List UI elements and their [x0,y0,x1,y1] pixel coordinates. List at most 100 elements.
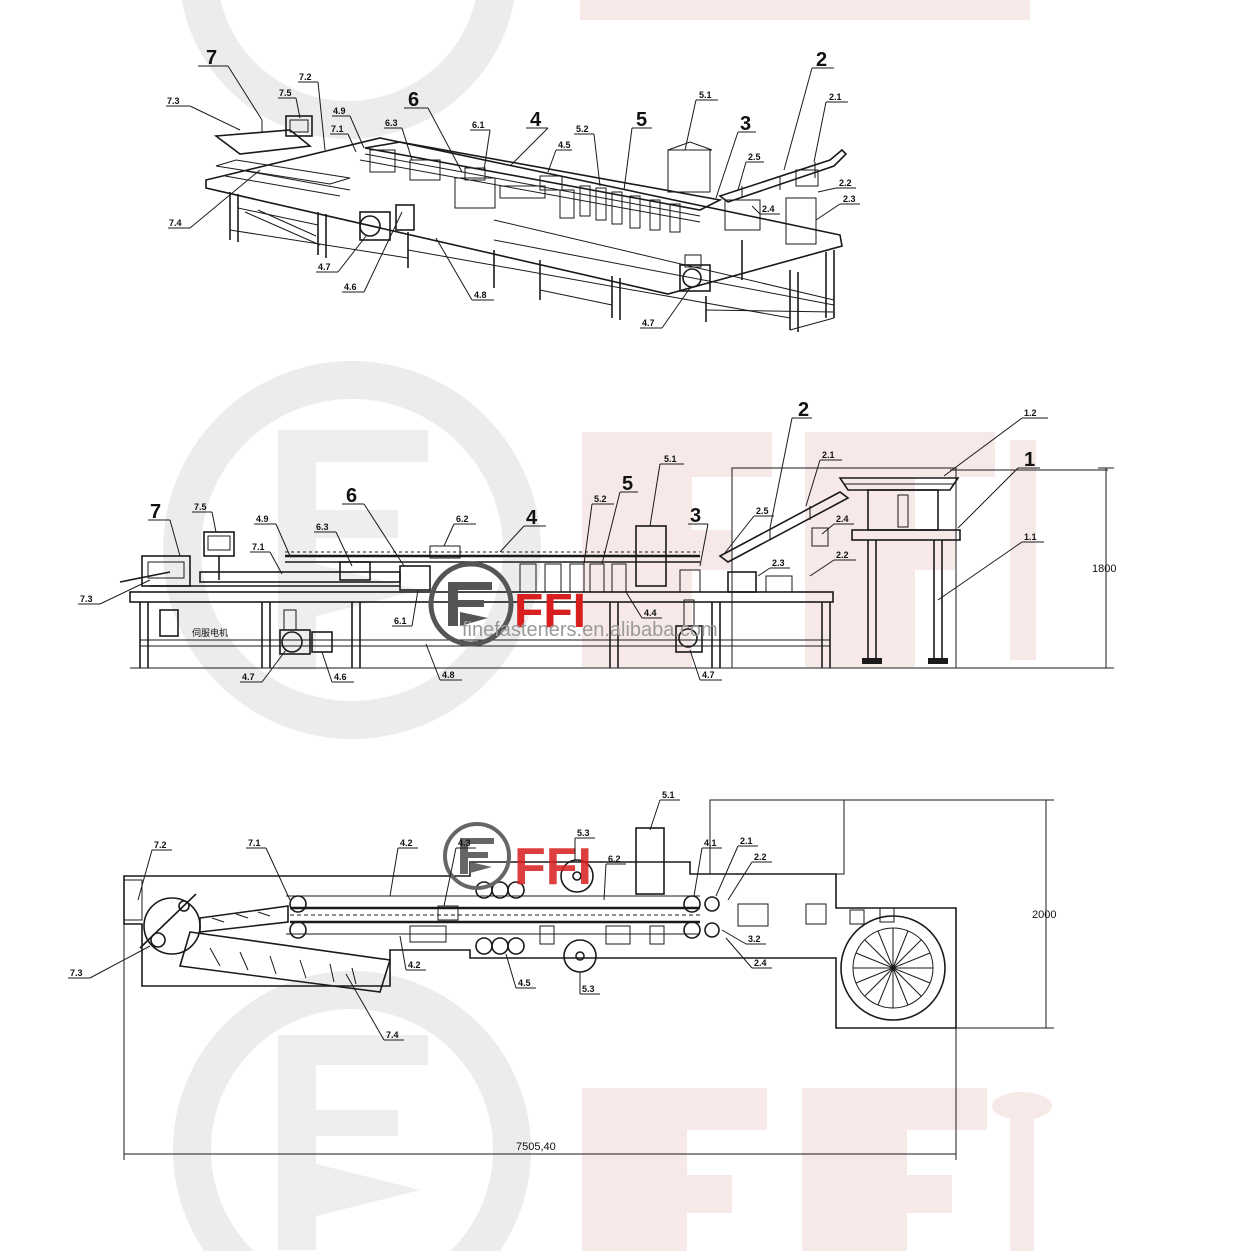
callout: 3.2 [748,934,761,944]
callout: 7.3 [80,594,93,604]
callout: 7.3 [70,968,83,978]
top-blocks [409,903,895,945]
callout: 4.5 [518,978,531,988]
callout: 2.3 [772,558,785,568]
logo-url: finefasteners.en.alibaba.com [462,619,718,641]
callout: 4.7 [642,318,655,328]
callout: 4.8 [474,290,487,300]
callout: 2.2 [836,550,849,560]
front-stations [339,525,829,593]
callout: 1.1 [1024,532,1037,542]
callout: 5.3 [582,984,595,994]
callout: 7.2 [299,72,312,82]
callout: 2.4 [836,514,849,524]
callout: 1 [1024,449,1035,471]
top-unloader [123,879,392,993]
callout: 4.7 [318,262,331,272]
callout: 4.2 [400,838,413,848]
callout: 5.1 [664,454,677,464]
callout: 6 [346,485,357,507]
callout: 6 [408,89,419,111]
watermark-mark-icon [278,430,428,670]
callout: 7 [150,501,161,523]
callout: 2.4 [762,204,775,214]
watermark-letters-icon [580,0,1030,20]
iso-frame [229,192,835,332]
callout: 4.6 [344,282,357,292]
callout: 5 [622,473,633,495]
callout: 4.1 [704,838,717,848]
callout: 4.7 [242,672,255,682]
callout: 4.5 [558,140,571,150]
callout: 7 [206,47,217,69]
top-dimensions: 2000 7505,40 [123,799,1056,1160]
callout: 6.3 [316,522,329,532]
front-leaders [78,417,1048,683]
top-feeder-disc [840,915,946,1021]
callout: 6.2 [456,514,469,524]
front-view: 1800 伺服电机 FFI finefasteners.en.alibaba.c… [78,399,1116,683]
top-leaders [68,799,772,1041]
logo-ring-icon [428,561,514,647]
iso-motors [359,204,711,292]
callout: 7.4 [386,1030,399,1040]
front-feeder [718,467,1108,669]
watermark-mark-icon [278,1035,428,1250]
callout: 2.5 [748,152,761,162]
iso-stations [369,141,848,245]
callout: 4.9 [333,106,346,116]
front-unloader [141,531,703,655]
callout: 7.4 [169,218,182,228]
callout: 6.1 [394,616,407,626]
length-dimension-label: 7505,40 [516,1141,556,1153]
callout: 1.2 [1024,408,1037,418]
callout: 2.2 [754,852,767,862]
callout: 2.2 [839,178,852,188]
callout: 4.4 [644,608,657,618]
callout: 2 [798,399,809,421]
callout: 6.2 [608,854,621,864]
watermark-letters-icon [582,1088,1052,1251]
callout: 2 [816,49,827,71]
callout: 5.2 [576,124,589,134]
callout: 7.3 [167,96,180,106]
callout: 2.1 [740,836,753,846]
callout: 6.1 [472,120,485,130]
iso-callout-texts: 7 7.2 7.3 7.5 7.1 4.9 6.3 6 6.1 4 4.5 5.… [167,47,856,328]
top-outline [123,861,957,1029]
callout: 3 [690,505,701,527]
iso-unloader [213,115,351,197]
callout: 5.1 [662,790,675,800]
callout: 7.5 [194,502,207,512]
top-chain [286,895,700,935]
logo-screw-icon [460,838,494,874]
front-callout-texts: 1.2 1 1.1 2 2.1 2.4 2.5 2.3 2.2 3 5 5.1 … [80,399,1037,682]
isometric-view: 7 7.2 7.3 7.5 7.1 4.9 6.3 6 6.1 4 4.5 5.… [166,47,860,332]
callout: 7.2 [154,840,167,850]
callout: 4.2 [408,960,421,970]
watermark-circle-icon [173,971,531,1251]
callout: 4 [526,507,538,529]
watermark-circle-icon [163,361,541,739]
callout: 2.5 [756,506,769,516]
iso-conveyor [359,141,723,223]
iso-leaders [166,65,860,329]
callout: 4.7 [702,670,715,680]
callout: 4.8 [442,670,455,680]
height-dimension-label: 1800 [1092,563,1116,575]
logo-text: FFI [514,585,586,638]
top-sprockets [289,859,720,973]
callout: 5 [636,109,647,131]
watermark-letters-icon [582,432,1036,667]
callout: 2.3 [843,194,856,204]
callout: 7.1 [248,838,261,848]
callout: 4.6 [334,672,347,682]
top-callout-texts: 5.1 7.2 7.1 4.2 4.3 5.3 6.2 4.1 2.1 2.2 … [70,790,767,1040]
logo-screw-icon [448,582,492,626]
ffi-logo: FFI [443,822,592,896]
callout: 2.1 [822,450,835,460]
callout: 7.5 [279,88,292,98]
height-dimension: 1800 [830,467,1116,669]
callout: 4.9 [256,514,269,524]
